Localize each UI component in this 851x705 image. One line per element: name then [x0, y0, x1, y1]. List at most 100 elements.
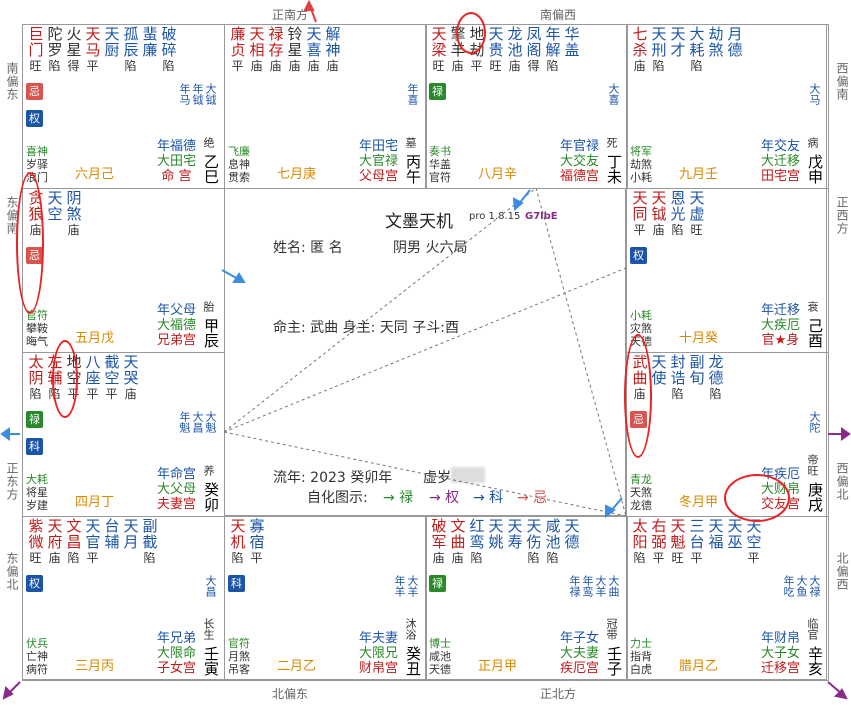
boshi-star: 奏书 — [429, 145, 451, 158]
liuyue-label: 正月甲 — [478, 659, 518, 674]
star: 三台平 — [687, 518, 706, 566]
palace-name: 夫妻宫 — [156, 497, 196, 512]
app-tag: G7lbE — [525, 211, 558, 222]
palace-chen[interactable]: 贪狼庙天空阴煞庙忌官符攀鞍晦气五月戊年父母大福德兄弟宫胎甲辰 — [22, 188, 225, 353]
star-brightness: 旺 — [671, 551, 684, 565]
star-brightness: 平 — [747, 551, 760, 565]
palace-name: 年父母 — [156, 303, 196, 318]
palace-chou[interactable]: 天机陷寡宿平科年羊大羊官符月煞吊客二月乙年夫妻大限兄财帛宫沐浴癸丑 — [224, 516, 427, 681]
palace-wu[interactable]: 廉贞平天相庙禄存庙铃星庙天喜庙解神庙年喜飞廉息神贯索七月庚年田宅大官禄父母宫墓丙… — [224, 24, 427, 189]
star-brightness: 平 — [86, 551, 99, 565]
boshi-star: 华盖 — [429, 158, 451, 171]
palace-name: 官★身 — [761, 333, 800, 348]
liuyue-label: 三月丙 — [75, 659, 115, 674]
star-brightness: 平 — [86, 387, 99, 401]
changsheng-state: 临官 — [806, 618, 819, 640]
palace-stem-branch: 壬寅 — [202, 646, 220, 676]
liuyue-label: 二月乙 — [277, 659, 317, 674]
boshi-star: 天煞 — [630, 486, 652, 499]
changsheng-state: 墓 — [404, 137, 417, 148]
star: 天刑陷 — [649, 26, 668, 74]
star-name: 文曲 — [448, 518, 467, 550]
star-list: 天同平天钺庙恩光陷天虚旺 — [630, 190, 706, 238]
heavenly-stem: 辛 — [806, 646, 824, 661]
earthly-branch: 寅 — [202, 661, 220, 676]
star-name: 大耗 — [687, 26, 706, 58]
star-name: 龙德 — [706, 354, 725, 386]
star-brightness: 旺 — [29, 59, 42, 73]
star-brightness: 陷 — [546, 551, 559, 565]
star: 天使 — [649, 354, 668, 402]
star: 年解陷 — [543, 26, 562, 74]
palace-you[interactable]: 天同平天钺庙恩光陷天虚旺权小耗灾煞天德十月癸年迁移大疾厄官★身衰己酉 — [626, 188, 829, 353]
boshi-star: 月煞 — [228, 650, 250, 663]
changsheng-state: 死 — [605, 137, 618, 148]
star-name: 劫煞 — [706, 26, 725, 58]
star-name: 巨门 — [26, 26, 45, 58]
star-name: 副旬 — [687, 354, 706, 386]
star-brightness: 陷 — [29, 387, 42, 401]
star-brightness: 得 — [67, 59, 80, 73]
star-name: 天福 — [706, 518, 725, 550]
palace-name: 大父母 — [156, 482, 196, 497]
palace-yin[interactable]: 紫微旺天府庙文昌陷天官平台辅天月副截陷权大昌伏兵亡神病符三月丙年兄弟大限命子女宫… — [22, 516, 225, 681]
star-name: 天寿 — [505, 518, 524, 550]
star-brightness: 庙 — [451, 59, 464, 73]
palace-stem-branch: 庚戌 — [806, 482, 824, 512]
star-name: 天哭 — [121, 354, 140, 386]
palace-hai[interactable]: 太阳陷右弼平天魁旺三台平天福天巫天空平年吃大鱼大禄力士指背白虎腊月乙年财帛大子女… — [626, 516, 829, 681]
star-brightness: 陷 — [671, 387, 684, 401]
palace-stem-branch: 辛亥 — [806, 646, 824, 676]
minor-star: 年魁 — [178, 411, 191, 433]
star: 紫微旺 — [26, 518, 45, 566]
boshi-star: 息神 — [228, 158, 250, 171]
liuyue-label: 九月壬 — [679, 167, 719, 182]
star: 天魁旺 — [668, 518, 687, 566]
highlight-ellipse — [624, 334, 652, 458]
star: 天月 — [121, 518, 140, 566]
minor-star: 大禄 — [808, 575, 821, 597]
star: 月德 — [725, 26, 744, 74]
star-brightness: 陷 — [231, 551, 244, 565]
star: 大耗陷 — [687, 26, 706, 74]
star-name: 龙池 — [505, 26, 524, 58]
boshi-star: 灾煞 — [630, 322, 652, 335]
star-list: 太阴陷左辅陷地空平八座平截空平天哭庙 — [26, 354, 140, 402]
palace-si[interactable]: 巨门旺陀罗陷火星得天马平天厨孤辰陷蜚廉破碎陷忌权年马年钺大钺喜神岁驿浪门六月己年… — [22, 24, 225, 189]
star-name: 天虚 — [687, 190, 706, 222]
edge-bottom-1: 北偏东 — [272, 687, 309, 701]
star: 天马平 — [83, 26, 102, 74]
star: 太阳陷 — [630, 518, 649, 566]
boshi-stars: 奏书华盖官符 — [429, 145, 451, 184]
palace-stem-branch: 乙巳 — [202, 154, 220, 184]
changsheng-state: 冠带 — [605, 618, 618, 640]
app-title: 文墨天机 — [385, 212, 453, 232]
star-brightness: 庙 — [508, 59, 521, 73]
palace-name: 大限兄 — [358, 646, 398, 661]
star-brightness: 旺 — [690, 223, 703, 237]
palace-shen[interactable]: 七杀庙天刑陷天才大耗陷劫煞月德大马将军劫煞小耗九月壬年交友大迁移田宅宫病戊申 — [626, 24, 829, 189]
palace-wei[interactable]: 天梁旺擎羊庙地劫平天贵旺龙池庙凤阁得年解陷华盖禄大喜奏书华盖官符八月辛年官禄大交… — [425, 24, 628, 189]
minor-stars: 年喜 — [406, 83, 419, 105]
star-name: 解神 — [323, 26, 342, 58]
star: 劫煞 — [706, 26, 725, 74]
palace-names: 年父母大福德兄弟宫 — [157, 303, 196, 348]
palace-zi[interactable]: 破军庙文曲庙红鸾陷天姚天寿天伤陷咸池陷天德禄年禄年鸾大羊大曲博士咸池天德正月甲年… — [425, 516, 628, 681]
earthly-branch: 丑 — [404, 661, 422, 676]
heavenly-stem: 甲 — [202, 318, 220, 333]
palace-name: 大福德 — [156, 318, 196, 333]
changsheng-state: 沐浴 — [404, 618, 417, 640]
palace-name: 疾厄宫 — [559, 661, 599, 676]
liuyue-label: 七月庚 — [277, 167, 317, 182]
star: 咸池陷 — [543, 518, 562, 566]
boshi-star: 白虎 — [630, 663, 652, 676]
zihua-label: 自化图示: — [307, 490, 368, 506]
star: 阴煞庙 — [64, 190, 83, 238]
app-version: pro 1.8.15 — [469, 211, 521, 222]
palace-names: 年命宫大父母夫妻宫 — [157, 467, 196, 512]
minor-star: 年禄 — [568, 575, 581, 597]
edge-right-1: 西偏南 — [835, 62, 849, 101]
center-info: 文墨天机 pro 1.8.15 G7lbE 姓名: 匿 名 阴男 火六局 命主:… — [224, 188, 626, 516]
star: 解神庙 — [323, 26, 342, 74]
star-brightness: 平 — [633, 223, 646, 237]
